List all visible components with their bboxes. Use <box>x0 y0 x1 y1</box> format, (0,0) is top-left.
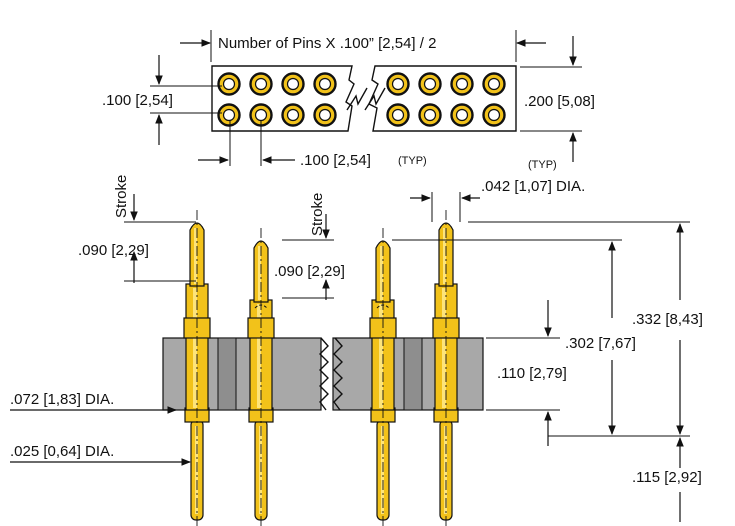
typ-label-right: (TYP) <box>528 159 557 171</box>
pin-hole-center <box>455 77 469 91</box>
pin-tail-highlight <box>195 426 198 514</box>
pin-hole-center <box>455 108 469 122</box>
side-view: .042 [1,07] DIA. Stroke .090 [2,29] Stro… <box>10 175 703 526</box>
pin-barrel-highlight <box>257 304 261 408</box>
overall-height-label: .332 [8,43] <box>632 311 703 328</box>
pin-hole-center <box>222 77 236 91</box>
pin-tail-highlight <box>259 426 262 514</box>
pin-hole-center <box>254 77 268 91</box>
pin-holes <box>217 72 506 127</box>
housing-seam-right <box>403 337 423 411</box>
pin-hole-center <box>286 77 300 91</box>
barrel-dia-label: .072 [1,83] DIA. <box>10 391 114 408</box>
top-view-outline-right <box>368 65 517 132</box>
stroke-090-left-label: .090 [2,29] <box>78 242 149 259</box>
break-mark-top <box>346 87 368 111</box>
tail-dia-label: .025 [0,64] DIA. <box>10 443 114 460</box>
pin-hole-center <box>318 77 332 91</box>
pin-tail-highlight <box>444 426 447 514</box>
pin-hole-center <box>423 108 437 122</box>
pins <box>183 210 460 526</box>
pin-plunger-highlight <box>380 246 383 300</box>
pin-plunger-highlight <box>258 246 261 300</box>
pin-barrel-highlight <box>442 288 446 408</box>
pin-plunger-highlight <box>443 228 446 284</box>
housing-height-label: .110 [2,79] <box>497 365 567 382</box>
pin-hole-center <box>391 77 405 91</box>
length-label: Number of Pins X .100” [2,54] / 2 <box>218 35 436 52</box>
pin-tail-highlight <box>381 426 384 514</box>
break-mark-housing-right <box>333 337 343 411</box>
housing-seam-left <box>217 337 237 411</box>
width-label: .200 [5,08] <box>524 93 595 110</box>
h302-label: .302 [7,67] <box>565 335 636 352</box>
pin-barrel-highlight <box>379 304 383 408</box>
stroke-label-left: Stroke <box>113 175 130 218</box>
pin-hole-center <box>391 108 405 122</box>
pin-hole-center <box>254 108 268 122</box>
stroke-label-mid: Stroke <box>309 193 326 236</box>
pin-hole-center <box>222 108 236 122</box>
pin-hole-center <box>487 108 501 122</box>
pin-hole-center <box>423 77 437 91</box>
pitch-v-label: .100 [2,54] <box>102 92 173 109</box>
break-mark-housing-left <box>319 337 329 411</box>
pitch-h-label: .100 [2,54] <box>300 152 371 169</box>
top-view: Number of Pins X .100” [2,54] / 2 .100 [… <box>102 30 595 171</box>
typ-label-pitch: (TYP) <box>398 155 427 167</box>
pin-hole-center <box>286 108 300 122</box>
pin-hole-center <box>487 77 501 91</box>
pin-hole-center <box>318 108 332 122</box>
pin-plunger-highlight <box>194 228 197 284</box>
plunger-dia-label: .042 [1,07] DIA. <box>481 178 585 195</box>
stroke-090-mid-label: .090 [2,29] <box>274 263 345 280</box>
tail-length-label: .115 [2,92] <box>632 469 702 486</box>
pin-barrel-highlight <box>193 288 197 408</box>
break-mark-top-2 <box>364 87 386 111</box>
top-view-outline-left <box>211 65 355 132</box>
